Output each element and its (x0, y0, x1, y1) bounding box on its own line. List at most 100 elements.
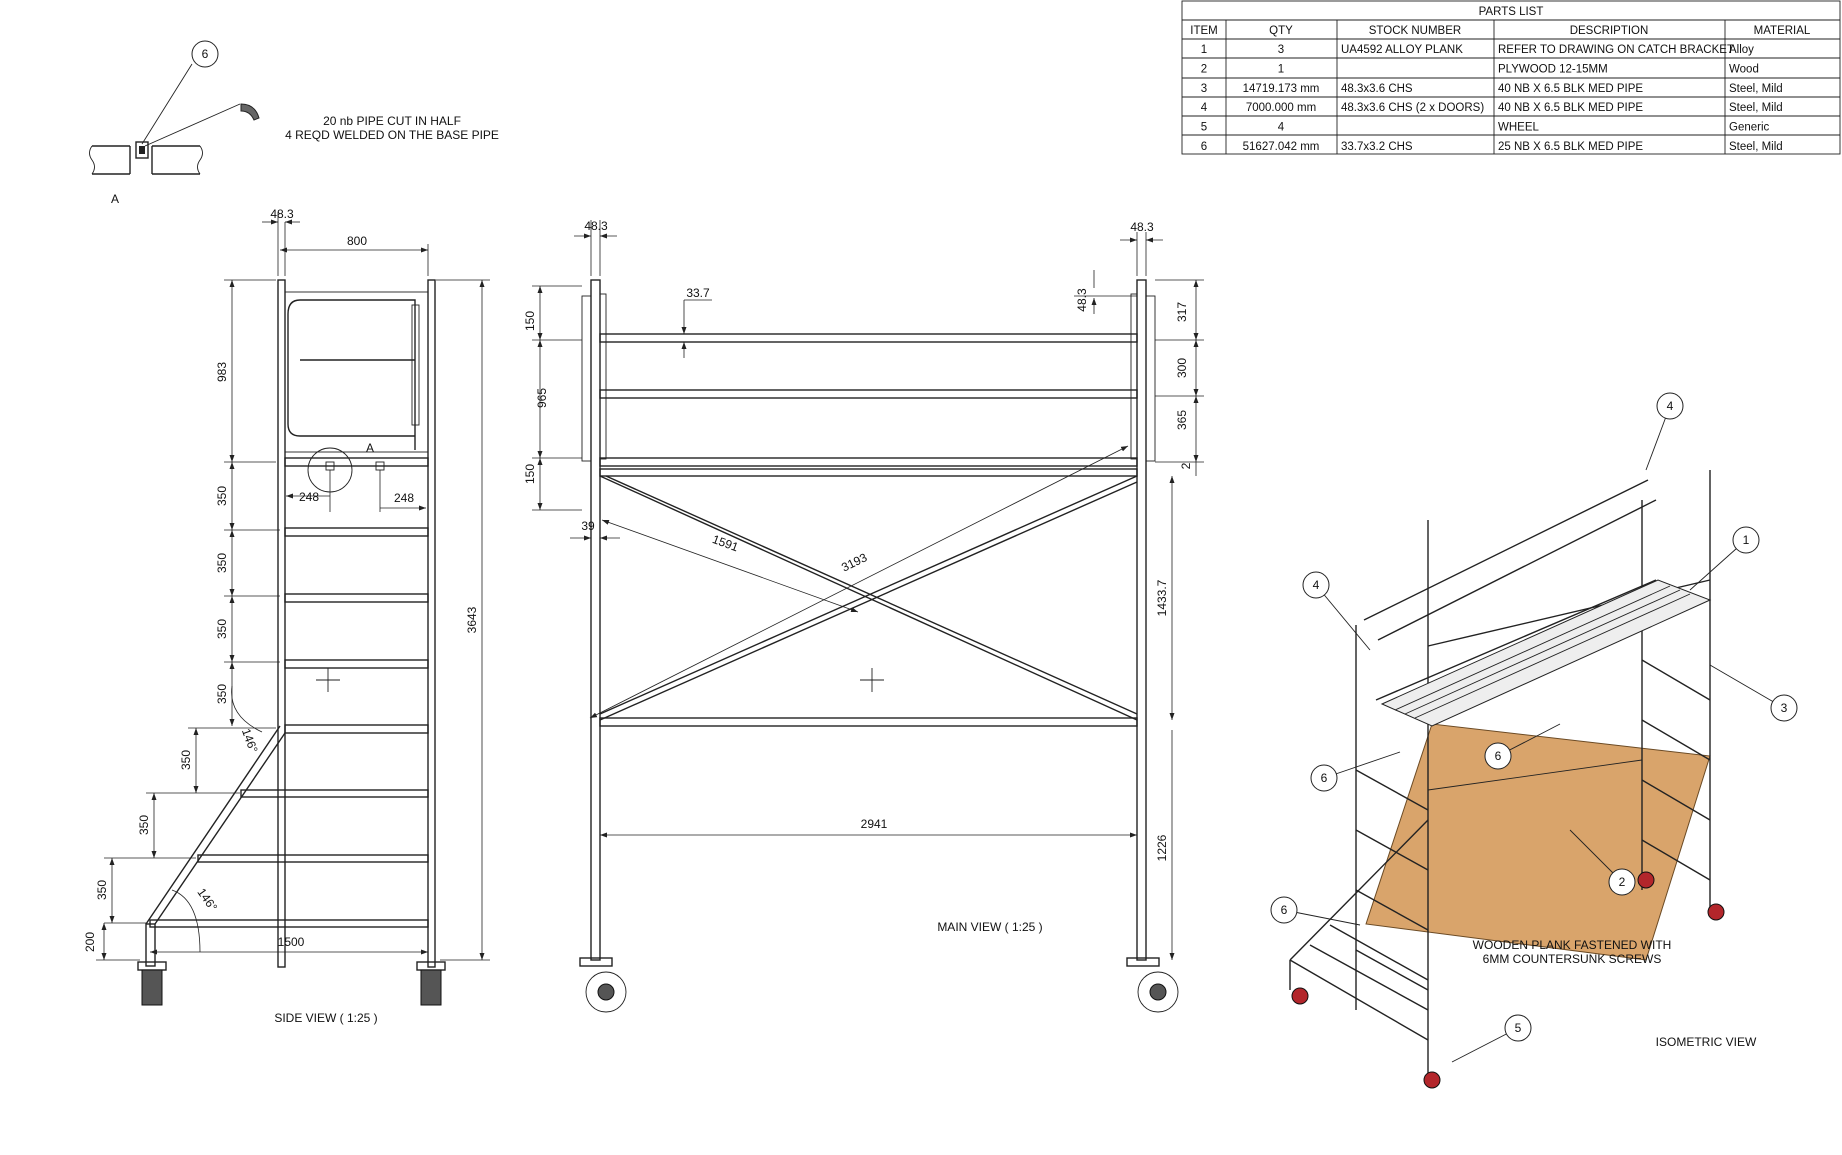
parts-list-cell: 3 (1201, 83, 1207, 95)
side-angle-upper: 146° (239, 727, 261, 755)
parts-list-cell: REFER TO DRAWING ON CATCH BRACKET (1498, 44, 1734, 56)
parts-list-cell: 6 (1201, 141, 1207, 153)
col-header-qty: QTY (1269, 25, 1293, 37)
iso-balloon (1732, 526, 1760, 554)
iso-balloon (1504, 1014, 1532, 1042)
iso-balloon (1770, 694, 1798, 722)
parts-list-cell: 5 (1201, 122, 1207, 134)
side-dim-width: 800 (347, 234, 367, 248)
col-header-stock: STOCK NUMBER (1369, 25, 1461, 37)
parts-list-cell: 1 (1278, 63, 1284, 75)
side-dim-hook-right: 248 (394, 491, 414, 505)
iso-balloon-label: 4 (1667, 399, 1674, 413)
main-dim-pipe-left: 48.3 (584, 219, 608, 233)
main-dim-right-48-3: 48.3 (1075, 288, 1089, 312)
iso-balloon-label: 3 (1781, 701, 1788, 715)
side-view-title: SIDE VIEW ( 1:25 ) (274, 1011, 377, 1025)
col-header-description: DESCRIPTION (1570, 25, 1649, 37)
parts-list-cell: 33.7x3.2 CHS (1341, 141, 1413, 153)
side-dim-983: 983 (215, 362, 229, 382)
side-detail-ref: A (366, 441, 374, 455)
parts-list-cell: 4 (1201, 102, 1208, 114)
parts-list-cell: UA4592 ALLOY PLANK (1341, 44, 1463, 56)
detail-balloon: 6 (202, 47, 209, 61)
main-dim-150-bottom: 150 (523, 464, 537, 484)
parts-list-cell: 40 NB X 6.5 BLK MED PIPE (1498, 83, 1643, 95)
side-dim-base-width: 1500 (278, 935, 305, 949)
main-dim-1591: 1591 (710, 532, 740, 554)
detail-label: A (111, 192, 119, 206)
iso-balloon (1484, 742, 1512, 770)
iso-note-line2: 6MM COUNTERSUNK SCREWS (1483, 952, 1662, 966)
main-dim-965: 965 (535, 388, 549, 408)
iso-balloon (1270, 896, 1298, 924)
parts-list-table: PARTS LIST ITEM QTY STOCK NUMBER DESCRIP… (1181, 0, 1841, 155)
iso-leader-line (1315, 584, 1371, 651)
side-dim-pipe: 48.3 (270, 207, 294, 221)
iso-balloon (1310, 764, 1338, 792)
iso-view-title: ISOMETRIC VIEW (1656, 1035, 1757, 1049)
iso-balloon-label: 4 (1313, 578, 1320, 592)
col-header-item: ITEM (1190, 25, 1217, 37)
side-angle-lower: 146° (194, 886, 220, 915)
iso-balloon (1656, 392, 1684, 420)
parts-list-cell: 2 (1201, 63, 1207, 75)
side-dim-total: 3643 (465, 606, 479, 633)
iso-balloon-label: 5 (1515, 1021, 1522, 1035)
parts-list-cell: 40 NB X 6.5 BLK MED PIPE (1498, 102, 1643, 114)
iso-balloon-label: 2 (1619, 875, 1626, 889)
parts-list-cell: 48.3x3.6 CHS (1341, 83, 1413, 95)
iso-balloon-label: 1 (1743, 533, 1750, 547)
main-dim-39: 39 (581, 519, 595, 533)
parts-list-cell: 4 (1278, 122, 1285, 134)
parts-list-cell: Steel, Mild (1729, 83, 1783, 95)
side-dim-hook-left: 248 (299, 490, 319, 504)
side-dim-base: 200 (83, 932, 97, 952)
main-dim-small-pipe: 33.7 (686, 286, 710, 300)
parts-list-cell: PLYWOOD 12-15MM (1498, 63, 1608, 75)
main-dim-317: 317 (1175, 302, 1189, 322)
parts-list-cell: Generic (1729, 122, 1770, 134)
parts-list-cell: 51627.042 mm (1243, 141, 1320, 153)
side-dim-step2: 350 (215, 553, 229, 573)
iso-balloon (1302, 571, 1330, 599)
side-view: 48.3 800 983 350 350 350 350 350 350 350… (83, 207, 490, 1025)
parts-list-cell: Wood (1729, 63, 1759, 75)
iso-balloon-label: 6 (1321, 771, 1328, 785)
iso-balloon-label: 6 (1495, 749, 1502, 763)
main-dim-1226: 1226 (1155, 834, 1169, 861)
main-dim-300: 300 (1175, 358, 1189, 378)
parts-list-cell: 48.3x3.6 CHS (2 x DOORS) (1341, 102, 1484, 114)
iso-balloon (1608, 868, 1636, 896)
iso-balloon-label: 6 (1281, 903, 1288, 917)
side-dim-step7: 350 (95, 880, 109, 900)
main-view: 48.3 48.3 33.7 150 965 150 39 1591 3193 … (523, 219, 1204, 1013)
main-dim-150-top: 150 (523, 311, 537, 331)
parts-list-cell: 14719.173 mm (1243, 83, 1320, 95)
parts-list-cell: Alloy (1729, 44, 1754, 56)
parts-list-cell: Steel, Mild (1729, 141, 1783, 153)
parts-list-cell: 1 (1201, 44, 1207, 56)
iso-leader-line (1709, 664, 1785, 709)
parts-list-cell: Steel, Mild (1729, 102, 1783, 114)
parts-list-title: PARTS LIST (1479, 6, 1544, 18)
main-dim-2: 2 (1179, 462, 1193, 469)
detail-note-line2: 4 REQD WELDED ON THE BASE PIPE (285, 128, 499, 142)
parts-list-cell: 25 NB X 6.5 BLK MED PIPE (1498, 141, 1643, 153)
side-dim-step3: 350 (215, 619, 229, 639)
detail-note-line1: 20 nb PIPE CUT IN HALF (323, 114, 461, 128)
parts-list-cell: 3 (1278, 44, 1284, 56)
parts-list-cell: WHEEL (1498, 122, 1540, 134)
parts-list-cell: 7000.000 mm (1246, 102, 1316, 114)
side-dim-step1: 350 (215, 486, 229, 506)
main-view-title: MAIN VIEW ( 1:25 ) (937, 920, 1042, 934)
main-dim-2941: 2941 (861, 817, 888, 831)
main-dim-pipe-right: 48.3 (1130, 220, 1154, 234)
side-dim-step5: 350 (179, 750, 193, 770)
detail-a: 6 20 nb PIPE CUT IN HALF 4 REQD WELDED O… (89, 40, 499, 206)
main-dim-1433-7: 1433.7 (1155, 579, 1169, 616)
col-header-material: MATERIAL (1754, 25, 1811, 37)
main-dim-365: 365 (1175, 410, 1189, 430)
